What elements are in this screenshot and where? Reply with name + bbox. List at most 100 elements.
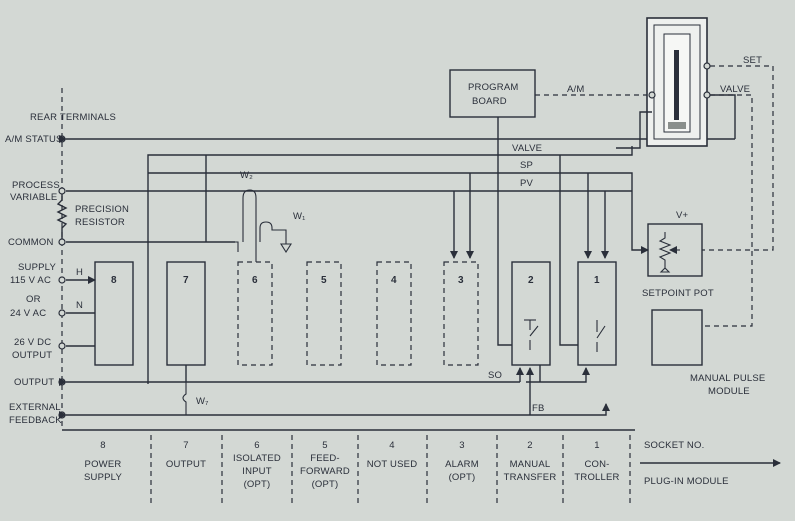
module-numbers: 8 7 6 5 4 3 2 1 xyxy=(111,275,600,286)
module-4-number: 4 xyxy=(391,275,397,286)
socket-3-name-1: ALARM xyxy=(445,459,479,470)
meter-panel xyxy=(646,17,711,147)
module-5-number: 5 xyxy=(321,275,327,286)
module-3-box xyxy=(443,261,479,366)
program-board-label-2: BOARD xyxy=(472,96,507,107)
socket-5-no: 5 xyxy=(322,440,327,451)
controller-to-meter xyxy=(616,111,652,149)
valve-line xyxy=(147,146,633,384)
socket-8-name-2: SUPPLY xyxy=(84,472,122,483)
legend-plugin-module: PLUG-IN MODULE xyxy=(644,476,729,487)
module-4-box xyxy=(376,261,412,366)
fb-line xyxy=(59,403,610,419)
socket-labels: 8 POWER SUPPLY 7 OUTPUT 6 ISOLATED INPUT… xyxy=(84,440,619,490)
socket-8-name-1: POWER xyxy=(85,459,122,470)
socket-6-name-3: (OPT) xyxy=(244,479,271,490)
setpoint-pot-label: SETPOINT POT xyxy=(642,288,714,299)
terminal-labels: REAR TERMINALS A/M STATUS PROCESS VARIAB… xyxy=(5,112,129,426)
ground-icon xyxy=(280,243,292,254)
common-label: COMMON xyxy=(8,237,54,248)
v24-label: 24 V AC xyxy=(10,308,46,319)
so-to-1 xyxy=(526,367,590,383)
module-1-number: 1 xyxy=(594,275,600,286)
pv-bus-label: PV xyxy=(520,178,534,189)
socket-6-name-2: INPUT xyxy=(242,466,272,477)
rear-terminals-heading: REAR TERMINALS xyxy=(30,112,116,123)
plug-in-modules xyxy=(94,261,617,366)
terminal-output xyxy=(58,378,66,386)
socket-1-no: 1 xyxy=(594,440,599,451)
am-label: A/M xyxy=(567,84,585,95)
terminal-process-variable xyxy=(58,187,66,195)
module-8-number: 8 xyxy=(111,275,117,286)
supply-label-1: SUPPLY xyxy=(18,262,56,273)
am-status-to-meter xyxy=(707,94,736,139)
module-2-number: 2 xyxy=(528,275,534,286)
or-label: OR xyxy=(26,294,41,305)
fb-label: FB xyxy=(532,403,545,414)
resistor-label-2: RESISTOR xyxy=(75,217,125,228)
supply-label-2: 115 V AC xyxy=(10,275,51,286)
socket-1-name-1: CON- xyxy=(584,459,609,470)
socket-2-no: 2 xyxy=(527,440,532,451)
common-to-6 xyxy=(235,241,239,252)
terminal-common xyxy=(58,238,66,246)
legend-socket-no: SOCKET NO. xyxy=(644,440,704,451)
sp-line xyxy=(148,172,649,254)
set-dashed xyxy=(702,65,774,251)
n-label: N xyxy=(76,300,83,311)
pv-label-2: VARIABLE xyxy=(10,192,57,203)
module-3-number: 3 xyxy=(458,275,464,286)
feedback-label-1: EXTERNAL xyxy=(9,402,61,413)
dc-label-1: 26 V DC xyxy=(14,337,51,348)
resistor-label-1: PRECISION xyxy=(75,204,129,215)
vplus-label: V+ xyxy=(676,210,689,221)
feedback-label-2: FEEDBACK xyxy=(9,415,62,426)
socket-6-name-1: ISOLATED xyxy=(233,453,281,464)
switch-2 xyxy=(529,320,539,350)
output-label: OUTPUT xyxy=(14,377,54,388)
bus-labels: VALVE SP PV SO FB W₁ W₂ W₇ xyxy=(196,143,545,414)
precision-resistor xyxy=(56,194,68,239)
w7-label: W₇ xyxy=(196,396,209,407)
meter-valve-label: VALVE xyxy=(720,84,750,95)
terminal-supply-h xyxy=(58,276,66,284)
socket-4-no: 4 xyxy=(389,440,394,451)
w7-jumper xyxy=(182,382,187,415)
module-6-box xyxy=(237,261,273,366)
socket-separators xyxy=(150,435,631,505)
terminal-supply-n xyxy=(58,309,66,317)
manual-pulse-label-1: MANUAL PULSE xyxy=(690,373,765,384)
socket-3-no: 3 xyxy=(459,440,464,451)
so-label: SO xyxy=(488,370,502,381)
pv-label-1: PROCESS xyxy=(12,180,60,191)
program-board-label-1: PROGRAM xyxy=(468,82,519,93)
dc-label-2: OUTPUT xyxy=(12,350,52,361)
socket-6-no: 6 xyxy=(254,440,259,451)
set-label: SET xyxy=(743,55,762,66)
socket-2-name-2: TRANSFER xyxy=(504,472,557,483)
switch-1 xyxy=(596,320,606,352)
socket-5-name-2: FORWARD xyxy=(300,466,350,477)
module-7-number: 7 xyxy=(183,275,189,286)
socket-7-name-1: OUTPUT xyxy=(166,459,206,470)
setpoint-pot-box xyxy=(647,223,703,277)
socket-5-name-3: (OPT) xyxy=(312,479,339,490)
module-1-box xyxy=(577,261,617,366)
manual-pulse-box xyxy=(651,309,703,366)
socket-4-name-1: NOT USED xyxy=(367,459,418,470)
module-2-box xyxy=(511,261,551,366)
valve-bus-label: VALVE xyxy=(512,143,542,154)
socket-7-no: 7 xyxy=(183,440,188,451)
w1-label: W₁ xyxy=(293,211,306,222)
w1-jumper xyxy=(259,221,287,244)
valve-to-2 xyxy=(497,155,512,346)
pot-ground xyxy=(659,267,671,273)
module-5-box xyxy=(306,261,342,366)
am-status-label: A/M STATUS xyxy=(5,134,63,145)
socket-3-name-2: (OPT) xyxy=(449,472,476,483)
h-label: H xyxy=(76,267,83,278)
manual-pulse-label-2: MODULE xyxy=(708,386,750,397)
